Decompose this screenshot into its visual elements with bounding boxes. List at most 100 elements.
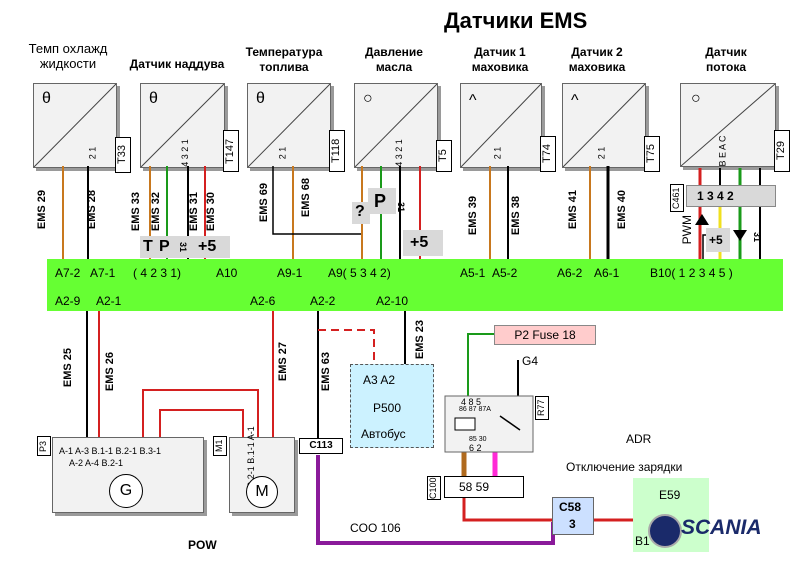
theta-icon: θ [256,90,265,107]
header-line: потока [705,60,746,74]
scania-logo: SCANIA [681,516,762,539]
e59-pin: B1 [635,534,650,548]
header-line: жидкости [39,56,97,71]
bar-pin: A6-2 [557,266,583,280]
adr-label: ADR [626,432,652,446]
pressure-icon: ○ [363,90,373,107]
sensor-box-t29: ○ B E A C [680,83,776,167]
oil-31-mark: 31 [396,201,407,213]
wire-label: EMS 28 [86,190,98,230]
g4-label: G4 [522,354,539,368]
sensor-box-t33: θ 2 1 [33,83,117,168]
header-line: маховика [568,60,626,74]
flow-plus5: +5 [709,233,723,247]
boost-plus5-mark: +5 [198,238,217,255]
bar-pin: A7-2 [55,266,81,280]
sensor-header-coolant: Темп охлажд жидкости [12,41,124,71]
pwm-label: PWM [680,215,694,245]
wire-label: EMS 33 [130,192,142,232]
oil-question-mark: ? [355,203,365,220]
header-line: топлива [259,60,309,74]
bar-pin: A6-1 [594,266,620,280]
pow-label: POW [188,538,217,552]
wire-label: EMS 29 [36,190,48,230]
wire-dashed [318,329,375,365]
header-line: Датчик наддува [129,57,225,71]
c58-code: C58 [559,500,582,514]
wire-label: EMS 32 [150,192,162,232]
arrow-up-icon [695,214,709,225]
code-c100: C100 [427,476,441,500]
motor-box: B.2-1 B.1-1 A-1 M [229,426,295,513]
code-p3: P3 [37,436,51,456]
p500-code: P500 [373,401,402,415]
wire-label: EMS 23 [414,320,426,360]
sensor-header-flywheel1: Датчик 1 маховика [455,45,545,75]
header-line: Темп охлажд [28,41,108,56]
header-line: Давление [365,45,423,59]
arrow-down-icon [733,230,747,241]
bar-pin: A9( 5 3 4 2) [328,266,391,280]
wire-label: EMS 63 [320,352,332,392]
header-line: Датчик [705,45,747,59]
wire-ems69 [272,166,363,262]
flow-31: 31 [752,231,763,243]
sensor-header-oil: Давление масла [346,45,442,75]
c100-box: 58 59 [444,476,524,498]
bar-pin: A2-2 [310,294,336,308]
wire-label: EMS 40 [616,190,628,230]
boost-t-mark: T [143,238,153,255]
gen-pins-top: A-1 A-3 B.1-1 B.2-1 B.3-1 [59,446,162,456]
sensor-box-t74: ^ 2 1 [460,83,542,168]
wire-gen-motor [142,389,259,440]
coo106-label: COO 106 [350,521,401,535]
oil-plus5-mark: +5 [410,234,429,251]
wire-label: EMS 25 [62,348,74,388]
c58-pin: 3 [569,517,576,531]
bar-pin: A2-9 [55,294,81,308]
header-line: Датчик 1 [474,45,526,59]
wire-label: EMS 27 [277,342,289,382]
connector-c113: C113 [299,438,343,454]
generator-box: A-1 A-3 B.1-1 B.2-1 B.3-1 A-2 A-4 B.2-1 … [52,437,204,513]
header-line: Температура [245,45,323,59]
sensor-box-t75: ^ 2 1 [562,83,646,168]
c461-pins: 1 3 4 2 [697,189,734,203]
c461-pin-box: 1 3 4 2 [686,185,776,207]
wire-label: EMS 68 [300,178,312,218]
relay-pins-top2: 86 87 87A [459,406,491,413]
p500-box: A3 A2 P500 Автобус [350,364,434,448]
gen-pins-bottom: A-2 A-4 B.2-1 [69,458,124,468]
caret-icon: ^ [469,92,477,109]
sensor-box-t147: θ 4 3 2 1 [140,83,225,168]
wire-label: EMS 38 [510,196,522,236]
p500-bus: Автобус [361,427,406,441]
bar-pin: ( 4 2 3 1) [133,266,182,280]
theta-icon: θ [149,90,158,107]
relay-pins-top: 4 8 5 [461,397,482,407]
bar-pin: A2-10 [376,294,409,308]
p500-pins: A3 A2 [363,373,396,387]
bar-pin: A2-6 [250,294,276,308]
motor-icon: M [246,476,278,508]
wire-label: EMS 41 [567,190,579,230]
bar-pin: A5-1 [460,266,486,280]
connector-c461: C461 [670,184,684,212]
sensor-box-t118: θ 2 1 [247,83,331,168]
bar-pin: A5-2 [492,266,518,280]
wire-fuse [467,333,494,398]
scania-griffin-icon [648,514,682,548]
boost-31-mark: 31 [178,241,189,253]
bar-pin: A9-1 [277,266,303,280]
code-r77: R77 [535,396,549,420]
bar-pin: A7-1 [90,266,116,280]
header-line: Датчик 2 [571,45,623,59]
relay-pins-bot2: 6 2 [469,443,482,453]
wire-gen-motor-2 [159,409,244,440]
oil-p-mark: P [374,191,387,211]
relay-pins-bot: 85 30 [469,436,487,443]
wire-label: EMS 69 [258,183,270,223]
wire-label: EMS 39 [467,196,479,236]
header-line: маховика [471,60,529,74]
generator-icon: G [109,474,143,508]
